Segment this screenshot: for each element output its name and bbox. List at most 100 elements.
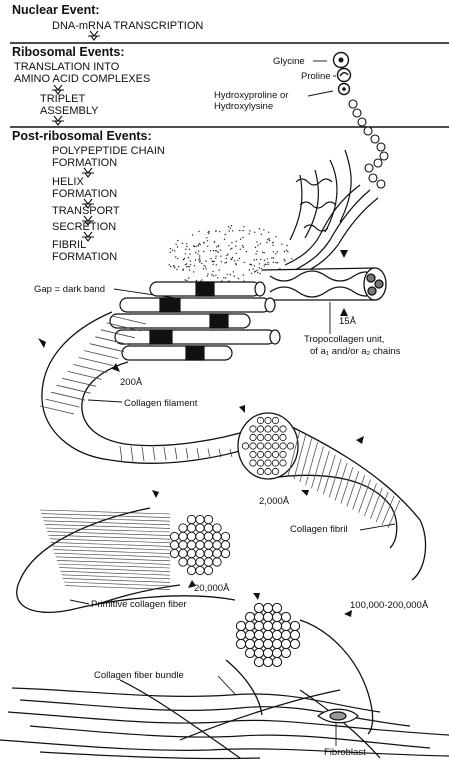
dim-100000-label: 100,000-200,000Å xyxy=(350,600,429,611)
stipple-dot xyxy=(199,257,200,258)
stipple-dot xyxy=(256,251,257,252)
fiber-hatch xyxy=(50,539,170,543)
bundle-end-rod xyxy=(272,648,281,657)
fiber-end-rod xyxy=(204,566,212,574)
fibril-end-dot xyxy=(280,460,286,466)
stipple-dot xyxy=(203,242,204,243)
stipple-dot xyxy=(255,253,256,254)
stipple-dot xyxy=(193,271,194,272)
stipple-dot xyxy=(231,225,232,226)
stipple-dot xyxy=(230,249,231,250)
fiber-hatch xyxy=(48,535,170,539)
bundle-end-rod xyxy=(245,621,254,630)
stipple-dot xyxy=(236,253,237,254)
post-step1-line2: FORMATION xyxy=(52,157,117,169)
filament-band xyxy=(164,447,166,460)
stipple-dot xyxy=(189,266,190,267)
flow-arrow-icon xyxy=(52,116,64,125)
stipple-dot xyxy=(277,262,278,263)
fiber-end-rods-illustration xyxy=(170,515,229,574)
bundle-end-rod xyxy=(290,630,299,639)
stipple-dot xyxy=(212,261,213,262)
stipple-dot xyxy=(275,253,276,254)
stipple-dot xyxy=(269,240,270,241)
fiber-hatch xyxy=(44,521,170,525)
filament-band xyxy=(57,385,91,393)
filament-band xyxy=(186,448,188,459)
fibril-end-dot xyxy=(272,460,278,466)
tropocollagen-label-2: of a₁ and/or a₂ chains xyxy=(310,346,401,357)
fiber-end-rod xyxy=(170,532,178,540)
nuclear-step: DNA-mRNA TRANSCRIPTION xyxy=(52,20,203,32)
stipple-dot xyxy=(185,279,186,280)
stipple-dot xyxy=(267,258,268,259)
stipple-dot xyxy=(286,245,287,246)
fiber-end-rod xyxy=(204,532,212,540)
fiber-end-rod xyxy=(196,515,204,523)
fibril-end-dot xyxy=(272,426,278,432)
fibril-end-dot xyxy=(265,426,271,432)
filament-band xyxy=(40,406,74,414)
post-step4: SECRETION xyxy=(52,221,116,233)
fiber-hatch xyxy=(51,542,170,546)
filament-band xyxy=(51,392,85,400)
stipple-dot xyxy=(255,271,256,272)
fiber-end-rod xyxy=(213,549,221,557)
amino-hydroxy-label-2: Hydroxylysine xyxy=(214,101,273,112)
stipple-dot xyxy=(203,251,204,252)
stipple-dot xyxy=(239,230,240,231)
fibril-end-dot xyxy=(272,417,278,423)
fibril-end-dot xyxy=(257,443,263,449)
stipple-dot xyxy=(190,264,191,265)
bundle-end-rod xyxy=(254,603,263,612)
staggered-rods-illustration xyxy=(110,282,280,360)
stipple-dot xyxy=(254,271,255,272)
primitive-fiber-pointer xyxy=(70,600,89,604)
stipple-dot xyxy=(186,266,187,267)
stipple-dot xyxy=(190,260,191,261)
stipple-dot xyxy=(254,232,255,233)
fiber-hatch xyxy=(62,575,170,579)
collagen-fibril-label: Collagen fibril xyxy=(290,524,348,535)
helix-chains-illustration xyxy=(285,150,378,272)
bundle-end-rod xyxy=(263,612,272,621)
bundle-end-rod xyxy=(281,621,290,630)
stipple-dot xyxy=(188,257,189,258)
filament-band xyxy=(90,344,124,352)
stipple-dot xyxy=(186,243,187,244)
stipple-dot xyxy=(243,274,244,275)
fiber-hatch xyxy=(40,510,170,514)
fibril-end-dot xyxy=(272,443,278,449)
stipple-dot xyxy=(189,269,190,270)
fibril-end-dot xyxy=(265,443,271,449)
stipple-dot xyxy=(225,277,226,278)
fiber-hatch xyxy=(41,514,170,518)
stipple-dot xyxy=(231,248,232,249)
fiber-end-rod xyxy=(204,541,212,549)
stipple-dot xyxy=(199,243,200,244)
stipple-dot xyxy=(205,266,206,267)
fiber-hatch xyxy=(42,517,170,521)
stipple-dot xyxy=(218,245,219,246)
fibril-end-dot xyxy=(242,443,248,449)
fiber-end-rod xyxy=(196,541,204,549)
bundle-end-rod xyxy=(245,630,254,639)
stipple-dot xyxy=(184,258,185,259)
ribosomal-step1-line1: TRANSLATION INTO xyxy=(14,61,120,73)
stipple-dot xyxy=(273,262,274,263)
fiber-end-rod xyxy=(170,549,178,557)
filament-band xyxy=(46,399,80,407)
nuclear-heading: Nuclear Event: xyxy=(12,3,100,17)
stipple-dot xyxy=(243,247,244,248)
stipple-dot xyxy=(219,231,220,232)
stipple-dot xyxy=(242,245,243,246)
fibril-end-dot xyxy=(257,451,263,457)
bundle-end-rod xyxy=(245,639,254,648)
ribosomal-heading: Ribosomal Events: xyxy=(12,45,125,59)
stipple-dot xyxy=(231,259,232,260)
stipple-dot xyxy=(259,267,260,268)
fibril-end-dot xyxy=(280,434,286,440)
dim-20000-label: 20,000Å xyxy=(194,583,230,594)
stipple-dot xyxy=(243,226,244,227)
